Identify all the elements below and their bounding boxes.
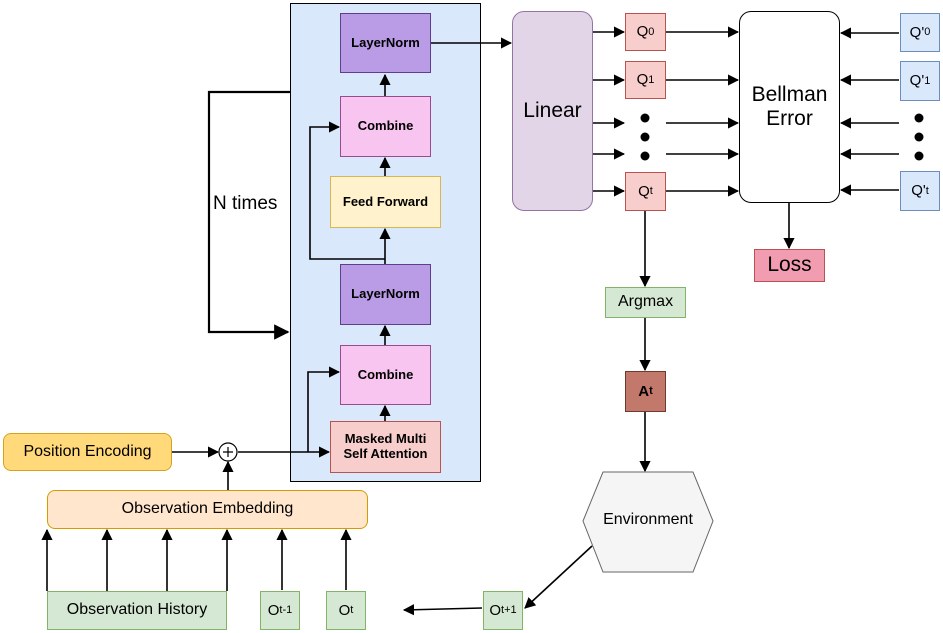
environment-hexagon: [582, 471, 714, 573]
q0-sub: 0: [648, 25, 655, 38]
qt-label: Q: [638, 182, 650, 200]
arrow-next-obs-to-history: [402, 604, 483, 616]
linear-layer: Linear: [512, 11, 593, 211]
combine-bottom: Combine: [340, 345, 431, 405]
target-q0-node: Q'0: [900, 13, 940, 52]
n-times-label: N times: [211, 193, 280, 215]
observation-embedding: Observation Embedding: [47, 490, 368, 529]
target-qt-sub: t: [925, 184, 929, 197]
obs-next-label: O: [489, 601, 502, 619]
target-q1-label: Q': [909, 72, 925, 90]
arrow-residual-to-combine-top: [309, 121, 385, 260]
obs-current-sub: t: [350, 604, 354, 617]
environment-label: Environment: [603, 511, 693, 528]
attention-label-line2: Self Attention: [343, 446, 428, 461]
masked-self-attention: Masked Multi Self Attention: [330, 421, 441, 473]
loss-node: Loss: [754, 249, 825, 282]
obs-prev-label: O: [267, 601, 280, 619]
combine-top: Combine: [340, 96, 431, 157]
q1-sub: 1: [648, 73, 655, 86]
target-qt-node: Q't: [900, 171, 940, 211]
bellman-label-line1: Bellman: [751, 82, 828, 106]
target-q1-node: Q'1: [900, 61, 940, 101]
n-times-loop: [207, 90, 290, 340]
position-encoding: Position Encoding: [3, 433, 172, 471]
argmax-node: Argmax: [605, 287, 686, 318]
target-q0-label: Q': [909, 23, 925, 41]
layernorm-mid: LayerNorm: [340, 264, 431, 325]
qt-sub: t: [649, 185, 653, 198]
action-label: A: [638, 382, 650, 400]
target-q1-sub: 1: [924, 74, 931, 87]
q-ellipsis-dots: [640, 113, 924, 161]
arrow-residual-to-combine-bottom: [307, 366, 341, 452]
obs-next-sub: t+1: [501, 604, 517, 617]
attention-label-line1: Masked Multi: [344, 431, 427, 447]
target-q0-sub: 0: [924, 26, 931, 39]
observation-history: Observation History: [47, 591, 227, 630]
q0-label: Q: [636, 23, 649, 41]
sum-node: [218, 442, 238, 462]
feed-forward: Feed Forward: [330, 176, 441, 228]
obs-current-label: O: [338, 601, 351, 619]
arrow-environment-to-next-obs: [524, 545, 593, 609]
q1-label: Q: [636, 71, 649, 89]
obs-prev-sub: t-1: [279, 604, 293, 617]
action-sub: t: [649, 385, 653, 398]
bellman-error: Bellman Error: [739, 11, 840, 203]
bellman-label-line2: Error: [766, 107, 813, 130]
target-qt-label: Q': [911, 182, 926, 200]
layernorm-top: LayerNorm: [340, 13, 431, 73]
